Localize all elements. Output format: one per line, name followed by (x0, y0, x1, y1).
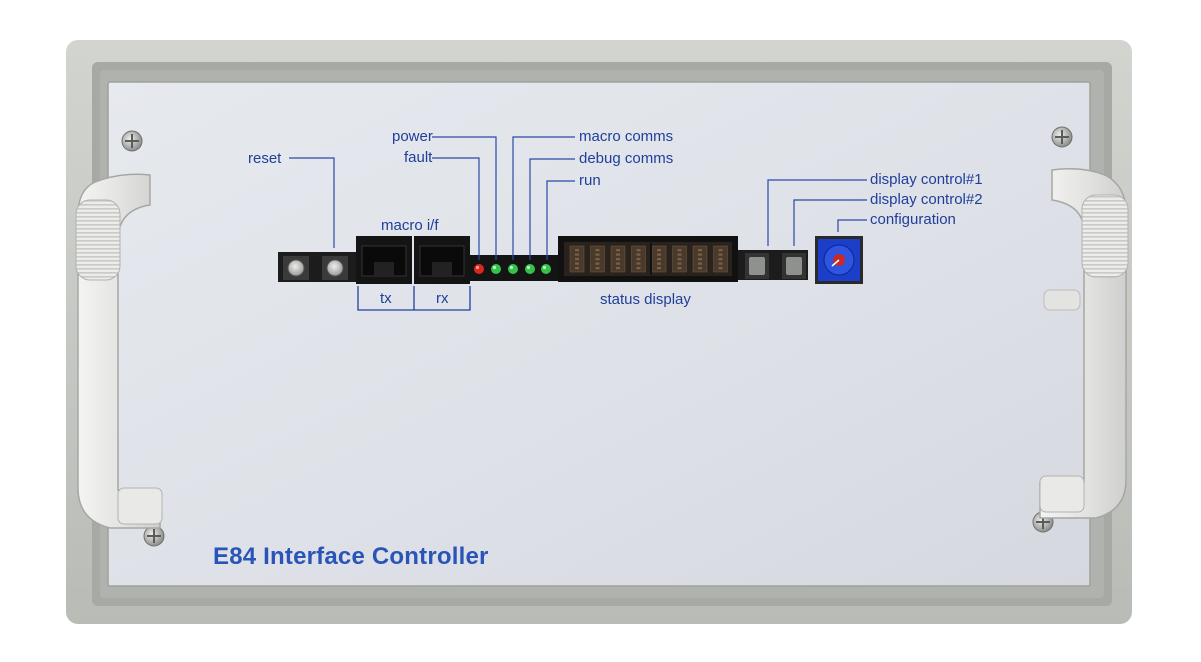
screw-icon (121, 130, 143, 152)
display-control-1-button[interactable] (745, 253, 769, 279)
power-label: power (392, 128, 433, 145)
display-segment (698, 253, 702, 256)
leader-lines (289, 136, 867, 260)
configuration-dial[interactable] (815, 236, 863, 284)
display-segment (595, 258, 600, 261)
fault-label: fault (404, 149, 433, 166)
tx-label: tx (380, 290, 392, 307)
display-segment (575, 258, 579, 261)
display-segment (677, 249, 682, 252)
display-segment (677, 267, 682, 270)
run-label: run (579, 172, 601, 189)
reset-label: reset (248, 150, 282, 167)
status-display (558, 236, 738, 282)
display-segment (698, 249, 702, 252)
display-segment (636, 258, 641, 261)
display-segment (718, 258, 723, 261)
display-control-1-label: display control#1 (870, 171, 983, 188)
display-segment (698, 258, 702, 261)
status-display-label: status display (600, 291, 691, 308)
display-segment (575, 253, 579, 256)
display-segment (636, 253, 641, 256)
display-segment (718, 253, 723, 256)
macro-if-label: macro i/f (381, 217, 439, 234)
display-segment (616, 249, 620, 252)
display-segment (718, 267, 723, 270)
display-segment (616, 253, 620, 256)
display-segment (677, 262, 682, 265)
debug-comms-label: debug comms (579, 150, 674, 167)
display-segment (575, 262, 579, 265)
macro-comms-label: macro comms (579, 128, 674, 145)
power-led (491, 264, 501, 274)
display-control-2-button[interactable] (782, 253, 806, 279)
display-segment (575, 249, 579, 252)
display-segment (575, 267, 579, 270)
display-segment (718, 262, 723, 265)
fault-led (474, 264, 484, 274)
reset-button-2[interactable] (322, 256, 348, 280)
display-segment (657, 267, 661, 270)
display-segment (595, 249, 600, 252)
macro-if-tx-port[interactable] (356, 236, 412, 284)
display-segment (698, 267, 702, 270)
display-segment (677, 253, 682, 256)
screw-icon (143, 525, 165, 547)
right-handle[interactable] (1039, 168, 1129, 519)
display-segment (636, 262, 641, 265)
display-segment (595, 267, 600, 270)
display-segment (595, 253, 600, 256)
device-title: E84 Interface Controller (213, 543, 489, 570)
display-control-2-label: display control#2 (870, 191, 983, 208)
reset-button[interactable] (283, 256, 309, 280)
display-segment (636, 249, 641, 252)
display-segment (595, 262, 600, 265)
configuration-label: configuration (870, 211, 956, 228)
macro-comms-led (508, 264, 518, 274)
display-segment (698, 262, 702, 265)
display-segment (677, 258, 682, 261)
screw-icon (1051, 126, 1073, 148)
display-segment (657, 262, 661, 265)
run-led (541, 264, 551, 274)
rx-label: rx (436, 290, 449, 307)
left-handle[interactable] (75, 173, 163, 529)
display-segment (636, 267, 641, 270)
display-segment (657, 253, 661, 256)
tx-rx-bracket (357, 286, 471, 311)
display-segment (718, 249, 723, 252)
display-segment (657, 249, 661, 252)
display-segment (616, 267, 620, 270)
macro-if-rx-port[interactable] (414, 236, 470, 284)
debug-comms-led (525, 264, 535, 274)
display-segment (616, 258, 620, 261)
display-segment (616, 262, 620, 265)
display-segment (657, 258, 661, 261)
